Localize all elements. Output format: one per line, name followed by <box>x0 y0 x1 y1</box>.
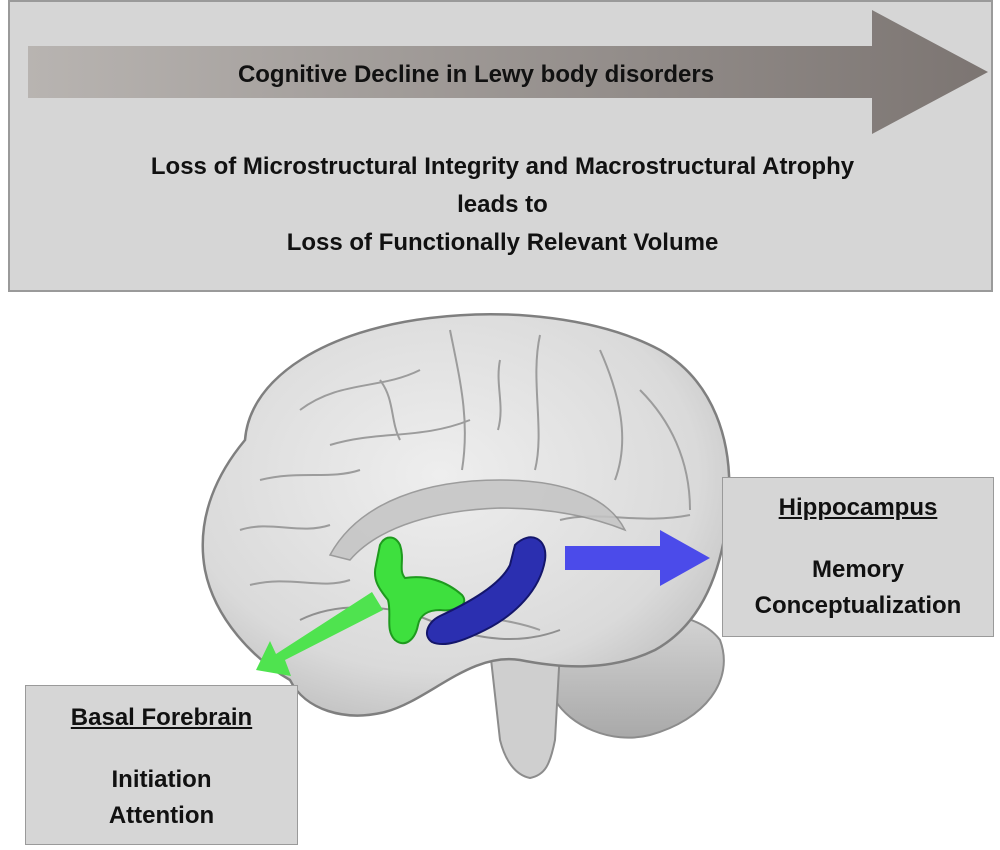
statement-line-1: Loss of Microstructural Integrity and Ma… <box>150 153 855 180</box>
hippocampus-title: Hippocampus <box>778 494 938 521</box>
basal-forebrain-function-2: Attention <box>108 802 215 829</box>
statement-line-3: Loss of Functionally Relevant Volume <box>286 229 719 256</box>
progression-arrow-shape <box>28 10 988 134</box>
hippocampus-box: Hippocampus Memory Conceptualization <box>722 477 994 637</box>
hippocampus-arrow <box>565 530 710 586</box>
hippocampus-function-1: Memory <box>811 556 905 583</box>
arrow-label: Cognitive Decline in Lewy body disorders <box>237 61 715 88</box>
brainstem-shape <box>488 648 562 780</box>
basal-forebrain-shape <box>374 536 466 645</box>
basal-forebrain-title: Basal Forebrain <box>70 704 253 731</box>
corpus-callosum-shape <box>328 479 627 561</box>
top-panel: Cognitive Decline in Lewy body disorders… <box>8 0 993 292</box>
basal-forebrain-function-1: Initiation <box>111 766 212 793</box>
hippocampus-function-2: Conceptualization <box>754 592 962 619</box>
basal-forebrain-box: Basal Forebrain Initiation Attention <box>25 685 298 845</box>
statement-line-2: leads to <box>457 191 548 218</box>
basal-forebrain-arrow <box>256 592 383 676</box>
progression-arrow <box>28 10 988 134</box>
statement-text: Loss of Microstructural Integrity and Ma… <box>10 148 995 262</box>
sulci-lines <box>239 329 701 631</box>
hippocampus-shape <box>425 536 547 646</box>
cerebrum-shape <box>201 313 731 717</box>
